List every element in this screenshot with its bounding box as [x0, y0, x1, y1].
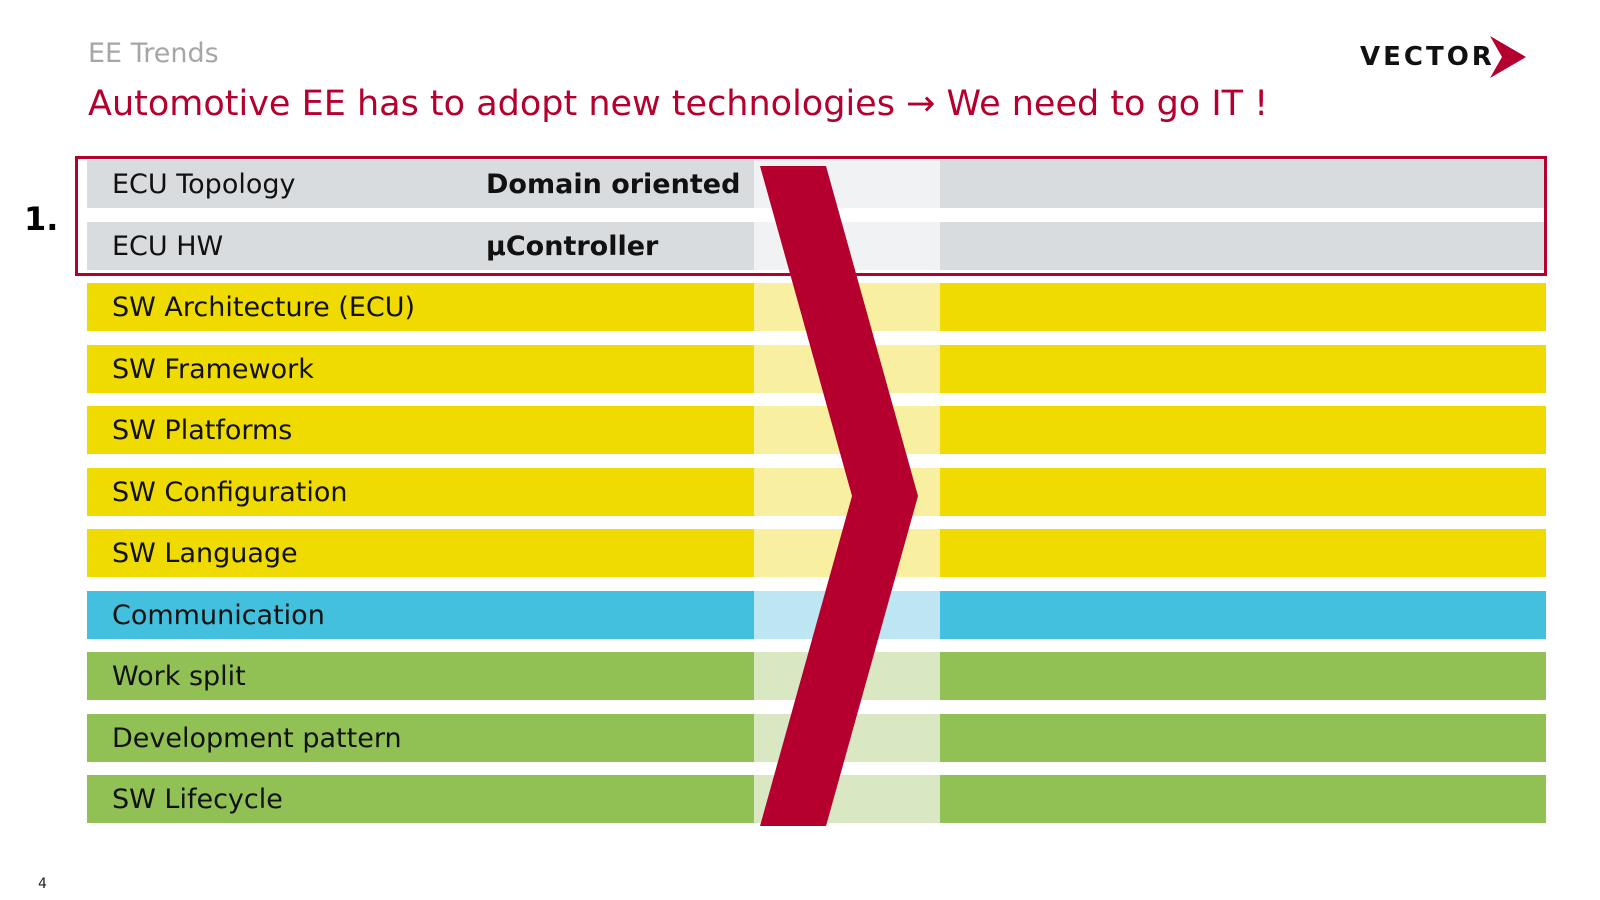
row-left-cell: [87, 221, 754, 270]
row-right-cell: [940, 467, 1546, 516]
row-right-cell: [940, 652, 1546, 700]
row-right-cell: [940, 160, 1546, 208]
slide-title: Automotive EE has to adopt new technolog…: [88, 84, 1269, 124]
row-right-cell: [940, 775, 1546, 823]
row-label: Work split: [112, 661, 246, 692]
vector-chevron-icon: [1490, 36, 1526, 78]
trend-row: ECU Topology Domain oriented: [87, 160, 1546, 208]
row-right-cell: [940, 713, 1546, 762]
transition-chevron-icon: [760, 166, 918, 826]
row-label: SW Framework: [112, 353, 314, 385]
row-value: Domain oriented: [486, 169, 741, 200]
trend-row: ECU HW μController: [87, 221, 1546, 270]
row-label: ECU HW: [112, 230, 224, 262]
trend-row: Development pattern: [87, 713, 1546, 762]
row-right-cell: [940, 344, 1546, 393]
row-left-cell: [87, 160, 754, 208]
row-value: μController: [486, 230, 659, 262]
row-right-cell: [940, 406, 1546, 454]
vector-logo: VECTOR: [1360, 36, 1540, 86]
logo-text: VECTOR: [1360, 42, 1495, 72]
row-label: SW Language: [112, 538, 298, 569]
row-left-cell: [87, 529, 754, 577]
row-left-cell: [87, 406, 754, 454]
page-number: 4: [38, 876, 47, 892]
section-kicker: EE Trends: [88, 38, 219, 69]
row-label: SW Lifecycle: [112, 784, 283, 815]
row-label: ECU Topology: [112, 169, 296, 200]
trend-row: SW Architecture (ECU): [87, 283, 1546, 331]
row-right-cell: [940, 590, 1546, 639]
row-right-cell: [940, 529, 1546, 577]
row-label: Development pattern: [112, 722, 402, 754]
row-right-cell: [940, 221, 1546, 270]
row-left-cell: [87, 652, 754, 700]
row-left-cell: [87, 590, 754, 639]
trend-row: SW Language: [87, 529, 1546, 577]
trend-row: SW Platforms: [87, 406, 1546, 454]
row-left-cell: [87, 713, 754, 762]
row-label: SW Architecture (ECU): [112, 292, 416, 323]
row-left-cell: [87, 283, 754, 331]
step-number: 1.: [24, 200, 59, 238]
row-label: SW Configuration: [112, 476, 348, 508]
row-left-cell: [87, 344, 754, 393]
row-right-cell: [940, 283, 1546, 331]
row-label: Communication: [112, 599, 325, 631]
row-left-cell: [87, 775, 754, 823]
row-label: SW Platforms: [112, 415, 293, 446]
trend-row: Work split: [87, 652, 1546, 700]
row-left-cell: [87, 467, 754, 516]
